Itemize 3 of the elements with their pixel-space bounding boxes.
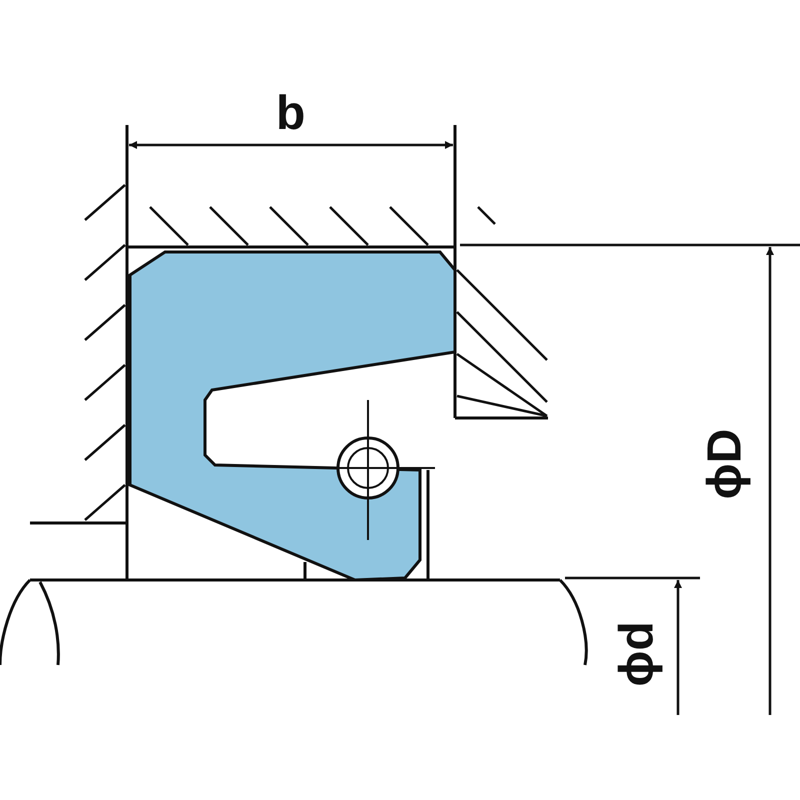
dimension-label: ϕd <box>614 621 662 687</box>
dimension-label: b <box>276 90 306 138</box>
dimension-label: ϕD <box>701 428 750 500</box>
